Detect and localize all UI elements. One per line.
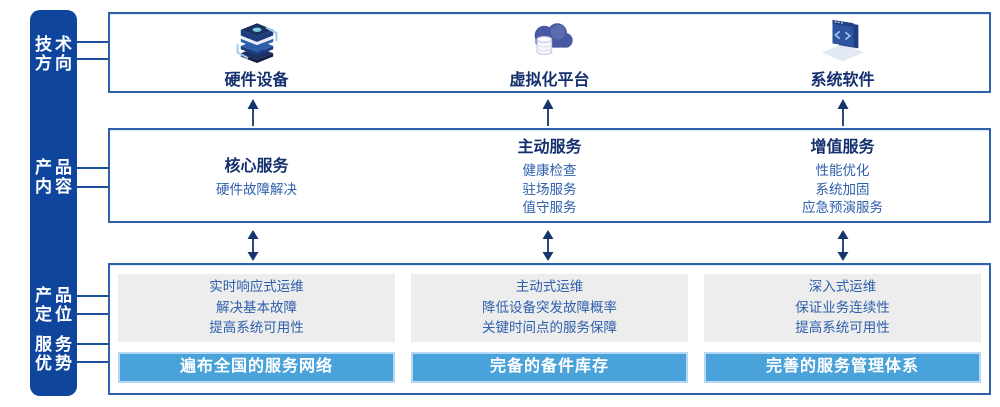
- connector-line: [77, 295, 108, 297]
- position-column-proactive: 主动式运维 降低设备突发故障概率 关键时间点的服务保障 完备的备件库存: [411, 274, 688, 383]
- sidebar-item-service-advantage: 服务 优势: [30, 335, 77, 373]
- position-line: 深入式运维: [808, 279, 877, 295]
- sidebar-label-line: 技术: [35, 35, 75, 54]
- tech-item-label: 虚拟化平台: [509, 71, 590, 89]
- sidebar-item-product-position: 产品 定位: [30, 286, 77, 324]
- sidebar: 技术 方向 产品 内容 产品 定位 服务 优势: [30, 10, 77, 396]
- sidebar-label-line: 产品: [35, 158, 75, 177]
- service-item: 应急预演服务: [802, 200, 883, 216]
- position-line: 提高系统可用性: [209, 320, 304, 336]
- position-column-realtime: 实时响应式运维 解决基本故障 提高系统可用性 遍布全国的服务网络: [118, 274, 395, 383]
- service-item: 驻场服务: [522, 181, 577, 197]
- service-item: 性能优化: [815, 163, 870, 179]
- sidebar-label-line: 服务: [35, 335, 75, 354]
- position-line: 提高系统可用性: [795, 320, 890, 336]
- service-item: 值守服务: [522, 200, 577, 216]
- sidebar-label-line: 定位: [35, 305, 75, 324]
- service-title: 核心服务: [224, 157, 289, 175]
- position-line: 降低设备突发故障概率: [482, 299, 617, 315]
- service-column-core: 核心服务 硬件故障解决: [110, 130, 403, 221]
- connector-line: [77, 186, 108, 188]
- connector-line: [77, 167, 108, 169]
- connector-line: [77, 41, 108, 43]
- tech-item-label: 硬件设备: [224, 71, 289, 89]
- position-panel: 深入式运维 保证业务连续性 提高系统可用性: [704, 274, 981, 342]
- connector-line: [77, 58, 108, 60]
- connector-line: [77, 361, 108, 363]
- product-content-box: 核心服务 硬件故障解决 主动服务 健康检查 驻场服务 值守服务 增值服务 性能优…: [108, 128, 991, 223]
- advantage-bar: 完备的备件库存: [411, 352, 688, 383]
- cloud-platform-icon: [522, 16, 578, 64]
- position-line: 关键时间点的服务保障: [482, 320, 617, 336]
- service-item: 硬件故障解决: [216, 181, 297, 197]
- position-line: 保证业务连续性: [795, 299, 890, 315]
- service-title: 主动服务: [517, 139, 582, 157]
- tech-item-system-software: 系统软件: [696, 14, 989, 91]
- connector-line: [77, 313, 108, 315]
- position-line: 主动式运维: [515, 279, 584, 295]
- sidebar-label-line: 优势: [35, 354, 75, 373]
- up-arrow-icon: [247, 99, 259, 126]
- product-position-box: 实时响应式运维 解决基本故障 提高系统可用性 遍布全国的服务网络 主动式运维 降…: [108, 263, 991, 395]
- tech-direction-box: 硬件设备 虚拟化平台: [108, 12, 991, 93]
- software-window-icon: [815, 16, 871, 64]
- double-arrow-icon: [247, 230, 259, 261]
- tech-item-hardware: 硬件设备: [110, 14, 403, 91]
- up-arrow-icon: [542, 99, 554, 126]
- service-column-value-added: 增值服务 性能优化 系统加固 应急预演服务: [696, 130, 989, 221]
- position-panel: 主动式运维 降低设备突发故障概率 关键时间点的服务保障: [411, 274, 688, 342]
- service-item: 系统加固: [815, 181, 870, 197]
- tech-item-virtualization: 虚拟化平台: [403, 14, 696, 91]
- tech-item-label: 系统软件: [810, 71, 875, 89]
- sidebar-item-tech-direction: 技术 方向: [30, 35, 77, 73]
- up-arrow-icon: [837, 99, 849, 126]
- connector-line: [77, 343, 108, 345]
- sidebar-label-line: 方向: [35, 54, 75, 73]
- server-stack-icon: [229, 16, 285, 64]
- service-column-proactive: 主动服务 健康检查 驻场服务 值守服务: [403, 130, 696, 221]
- position-line: 解决基本故障: [216, 299, 297, 315]
- double-arrow-icon: [837, 230, 849, 261]
- service-title: 增值服务: [810, 139, 875, 157]
- position-line: 实时响应式运维: [209, 279, 304, 295]
- sidebar-item-product-content: 产品 内容: [30, 158, 77, 196]
- sidebar-label-line: 产品: [35, 286, 75, 305]
- position-panel: 实时响应式运维 解决基本故障 提高系统可用性: [118, 274, 395, 342]
- sidebar-label-line: 内容: [35, 177, 75, 196]
- advantage-bar: 遍布全国的服务网络: [118, 352, 395, 383]
- advantage-bar: 完善的服务管理体系: [704, 352, 981, 383]
- service-item: 健康检查: [522, 163, 577, 179]
- position-column-indepth: 深入式运维 保证业务连续性 提高系统可用性 完善的服务管理体系: [704, 274, 981, 383]
- double-arrow-icon: [542, 230, 554, 261]
